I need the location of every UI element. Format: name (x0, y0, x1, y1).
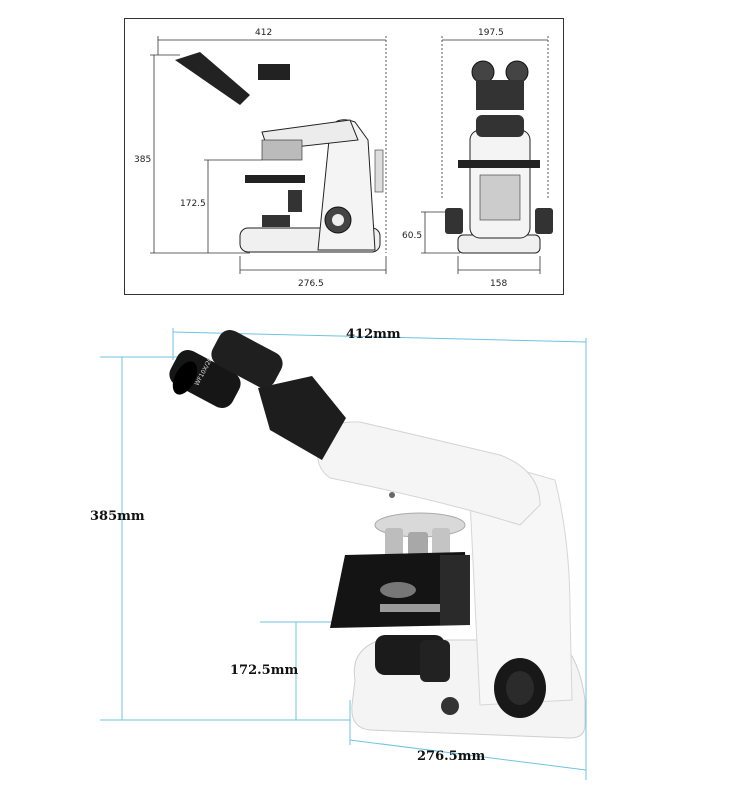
front-knob-height-label: 60.5 (402, 231, 422, 241)
front-width-label: 197.5 (478, 28, 504, 38)
side-height-label: 385 (134, 155, 151, 165)
front-view-microscope (445, 60, 553, 254)
photo-base-line (349, 739, 587, 771)
microscope-photo: WF10X/20 (169, 330, 586, 739)
photo-height-label: 385mm (90, 509, 145, 524)
side-view-microscope (175, 52, 384, 253)
side-width-label: 412 (255, 28, 272, 38)
side-base-depth-label: 276.5 (298, 279, 324, 289)
front-view (421, 36, 549, 274)
photo-width-line (172, 331, 587, 343)
side-stage-height-label: 172.5 (180, 199, 206, 209)
photo-dimension-lines (100, 328, 587, 780)
photo-base-depth-label: 276.5mm (417, 749, 485, 764)
photo-stage-height-label: 172.5mm (230, 663, 298, 678)
photo-width-label: 412mm (346, 327, 401, 342)
side-view (150, 36, 387, 274)
front-base-width-label: 158 (490, 279, 507, 289)
